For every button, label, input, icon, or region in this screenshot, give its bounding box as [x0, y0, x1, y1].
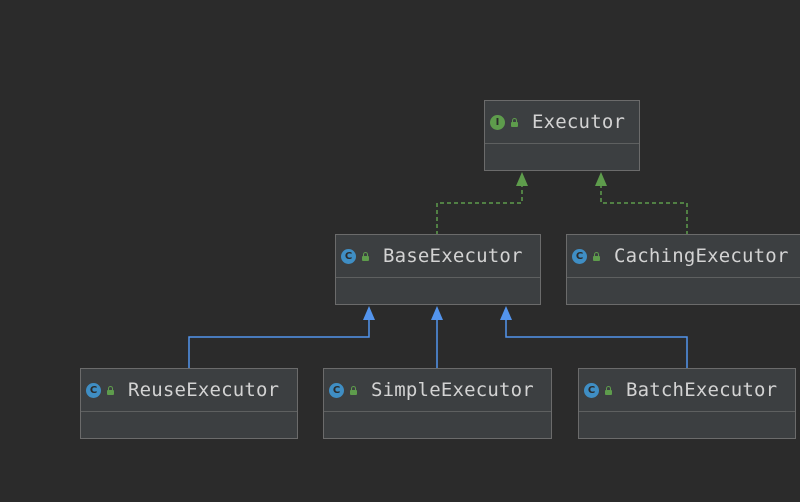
class-node-header: I Executor [485, 101, 639, 144]
class-node-header: C CachingExecutor [567, 235, 800, 278]
extends-arrowhead [431, 306, 443, 320]
class-name: BatchExecutor [626, 379, 778, 401]
class-icon: C [86, 382, 101, 398]
lock-icon [362, 251, 369, 261]
class-node-executor[interactable]: I Executor [484, 100, 640, 171]
lock-icon [593, 251, 600, 261]
extends-arrowhead [363, 306, 375, 320]
edge-reuse-executor-extends-base-executor [188, 319, 370, 369]
class-node-caching-executor[interactable]: C CachingExecutor [566, 234, 800, 305]
class-name: ReuseExecutor [128, 379, 280, 401]
class-name: CachingExecutor [614, 245, 789, 267]
lock-icon [350, 385, 357, 395]
class-node-header: C BatchExecutor [579, 369, 795, 412]
interface-icon: I [490, 114, 505, 130]
class-icon: C [572, 248, 587, 264]
implements-arrowhead [516, 172, 528, 186]
implements-arrowhead [595, 172, 607, 186]
class-node-header: C SimpleExecutor [324, 369, 551, 412]
class-node-header: C BaseExecutor [336, 235, 540, 278]
class-name: BaseExecutor [383, 245, 523, 267]
class-icon: C [329, 382, 344, 398]
class-node-base-executor[interactable]: C BaseExecutor [335, 234, 541, 305]
edge-base-executor-implements-executor [436, 185, 523, 235]
class-node-reuse-executor[interactable]: C ReuseExecutor [80, 368, 298, 439]
class-icon: C [584, 382, 599, 398]
edge-caching-executor-implements-executor [600, 185, 688, 235]
edge-batch-executor-extends-base-executor [505, 319, 688, 369]
lock-icon [605, 385, 612, 395]
extends-arrowhead [500, 306, 512, 320]
class-node-batch-executor[interactable]: C BatchExecutor [578, 368, 796, 439]
class-name: Executor [532, 111, 626, 133]
abstract-class-icon: C [341, 248, 356, 264]
lock-icon [107, 385, 114, 395]
class-name: SimpleExecutor [371, 379, 534, 401]
lock-icon [511, 117, 518, 127]
class-node-simple-executor[interactable]: C SimpleExecutor [323, 368, 552, 439]
class-node-header: C ReuseExecutor [81, 369, 297, 412]
